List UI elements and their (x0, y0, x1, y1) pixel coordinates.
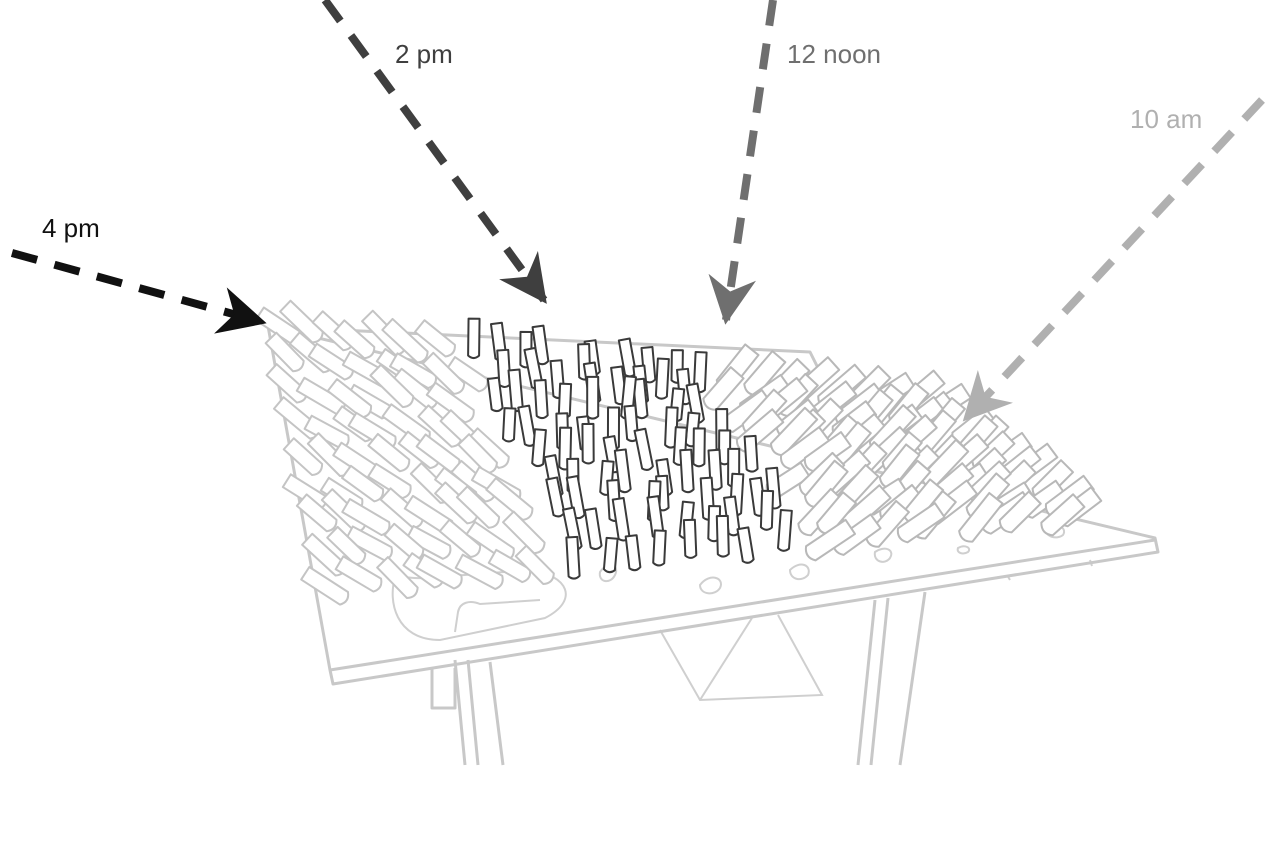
tube (507, 368, 524, 413)
tube (602, 536, 619, 574)
tube (295, 493, 338, 533)
tube (679, 448, 695, 494)
tube (533, 378, 549, 420)
tube (282, 437, 324, 477)
sun-ray-10am (962, 97, 1265, 422)
tube (445, 356, 489, 393)
tube (692, 427, 706, 468)
tube (389, 352, 437, 390)
tube (367, 432, 411, 473)
sun-ray-2pm (321, 0, 548, 304)
tube (652, 529, 667, 567)
tube (736, 526, 755, 564)
tube (633, 427, 654, 471)
tube (743, 350, 787, 397)
tube (715, 514, 730, 558)
tube (682, 518, 698, 559)
tube (545, 476, 566, 518)
tube (369, 363, 415, 409)
tube (502, 407, 517, 443)
tube (998, 490, 1042, 534)
sun-ray-4pm (10, 249, 267, 334)
tube (421, 351, 466, 395)
tube (496, 348, 512, 388)
tube (759, 489, 775, 531)
table-legs (430, 559, 1093, 766)
tube (381, 317, 429, 364)
tube (803, 459, 849, 509)
tube (624, 534, 642, 572)
tube (455, 485, 501, 529)
tube (804, 518, 857, 562)
tube (300, 565, 350, 606)
tube (341, 464, 385, 503)
tube (333, 319, 376, 360)
tube (565, 535, 581, 580)
tube (1040, 493, 1086, 537)
tube (438, 518, 482, 559)
tube (466, 427, 510, 469)
label-10am: 10 am (1130, 104, 1202, 134)
tube (264, 331, 305, 373)
tube (487, 548, 532, 584)
tube (434, 481, 479, 525)
label-12noon: 12 noon (787, 39, 881, 69)
tube (405, 525, 452, 560)
tube (586, 375, 600, 420)
label-4pm: 4 pm (42, 213, 100, 243)
tube (816, 491, 857, 535)
tube (611, 496, 631, 542)
tube (531, 428, 547, 468)
tube (514, 544, 555, 585)
tube (486, 376, 504, 413)
tube (583, 507, 603, 551)
tube (279, 299, 324, 344)
tube (376, 556, 419, 600)
tube (485, 477, 534, 521)
tube (631, 377, 649, 420)
tube (414, 319, 456, 358)
tube (958, 491, 1004, 543)
tube (743, 434, 759, 473)
tube (334, 555, 383, 593)
sun-ray-12noon (708, 0, 777, 325)
tube (654, 357, 670, 400)
tube (307, 342, 354, 381)
tube (581, 422, 595, 465)
tube (415, 553, 463, 590)
tube (702, 366, 745, 411)
tube (769, 406, 819, 457)
tube (367, 462, 412, 500)
tube (803, 431, 852, 473)
tube (777, 508, 793, 552)
tube (454, 553, 504, 591)
tube (502, 510, 546, 555)
tube (425, 381, 475, 424)
tube (896, 502, 946, 544)
tube-array (254, 299, 1103, 606)
label-2pm: 2 pm (395, 39, 453, 69)
tube (467, 317, 481, 360)
tube (341, 498, 391, 537)
